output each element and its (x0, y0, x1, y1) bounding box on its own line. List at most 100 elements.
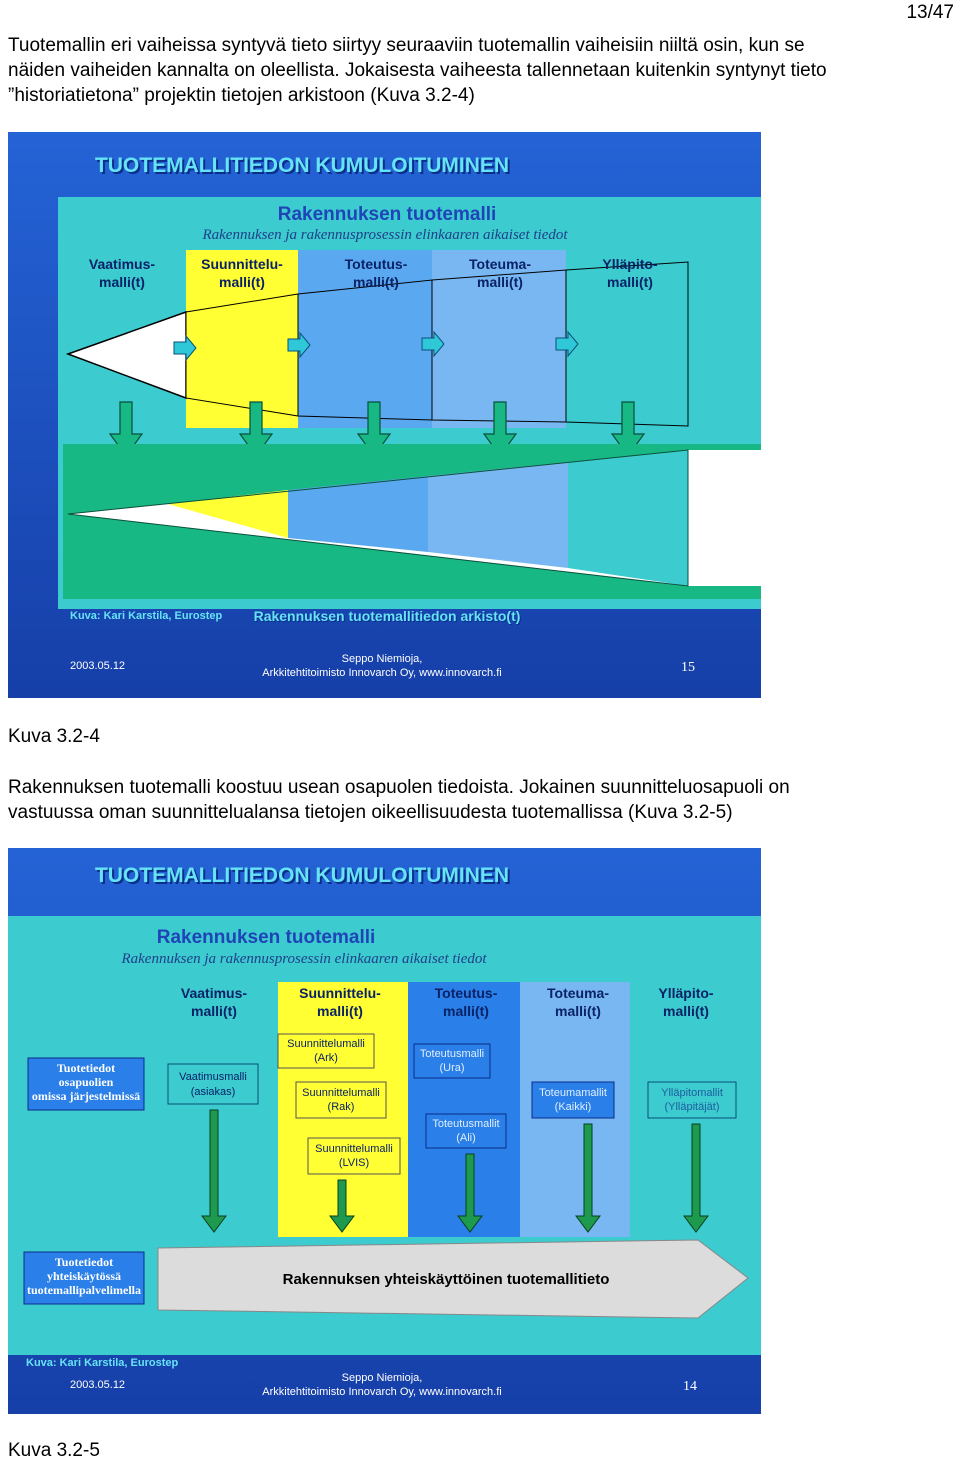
caption-3-2-5: Kuva 3.2-5 (8, 1440, 100, 1461)
toteutusmalli-ura-box (413, 1043, 491, 1079)
phase-label-toteutus-1: Toteutus- (435, 985, 498, 1001)
middle-line-1: Rakennuksen tuotemalli koostuu usean osa… (8, 777, 790, 798)
shared-server-line-1: Tuotetiedot (55, 1255, 113, 1269)
phase-label-suunnittelu-2: malli(t) (219, 274, 265, 290)
toteutusmallit-ali-line-1: Toteutusmallit (432, 1118, 499, 1130)
phase-label-toteuma-2: malli(t) (477, 274, 523, 290)
page-number: 13/47 (906, 2, 954, 23)
caption-3-2-4: Kuva 3.2-4 (8, 726, 100, 747)
toteutusmalli-ura-line-2: (Ura) (439, 1062, 464, 1074)
slide-date: 2003.05.12 (70, 1379, 125, 1391)
shared-server-line-3: tuotemallipalvelimella (27, 1283, 141, 1297)
author-line-1: Seppo Niemioja, (342, 653, 423, 665)
down-arrow-yllapito (683, 1123, 709, 1233)
author-line-2: Arkkitehtitoimisto Innovarch Oy, www.inn… (262, 667, 501, 679)
intro-line-2: näiden vaiheiden kannalta on oleellista.… (8, 60, 827, 81)
archive-label: Rakennuksen tuotemallitiedon arkisto(t) (254, 608, 521, 624)
transfer-arrow-2 (287, 331, 311, 359)
suunnittelumalli-ark-line-1: Suunnittelumalli (287, 1038, 365, 1050)
phase-label-vaatimus-1: Vaatimus- (89, 256, 155, 272)
tuotemalli-panel (8, 916, 761, 982)
toteutusmallit-ali-box (425, 1113, 507, 1149)
panel-heading: Rakennuksen tuotemalli (278, 204, 497, 225)
slide-title-shadow: TUOTEMALLITIEDON KUMULOITUMINEN (97, 866, 511, 889)
panel-subheading: Rakennuksen ja rakennusprosessin elinkaa… (120, 951, 487, 967)
toteutusmallit-ali-line-2: (Ali) (456, 1132, 476, 1144)
shared-model-label: Rakennuksen yhteiskäyttöinen tuotemallit… (283, 1271, 610, 1288)
phase-label-suunnittelu-1: Suunnittelu- (299, 985, 381, 1001)
toteumamallit-line-2: (Kaikki) (555, 1101, 592, 1113)
down-arrow-vaatimus (201, 1109, 227, 1233)
middle-paragraph: Rakennuksen tuotemalli koostuu usean osa… (8, 775, 790, 825)
slide-date: 2003.05.12 (70, 660, 125, 672)
shared-model-arrow (157, 1239, 749, 1319)
vaatimusmalli-line-1: Vaatimusmalli (179, 1071, 247, 1083)
party-systems-line-2: osapuolien (59, 1075, 114, 1089)
phase-label-toteutus-1: Toteutus- (345, 256, 408, 272)
intro-line-1: Tuotemallin eri vaiheissa syntyvä tieto … (8, 35, 805, 56)
transfer-arrow-3 (421, 330, 445, 358)
phase-label-toteuma-1: Toteuma- (469, 256, 531, 272)
panel-subheading: Rakennuksen ja rakennusprosessin elinkaa… (201, 227, 568, 243)
suunnittelumalli-rak-line-2: (Rak) (328, 1101, 355, 1113)
yllapitomallit-box (647, 1081, 737, 1119)
phase-label-suunnittelu-1: Suunnittelu- (201, 256, 283, 272)
slide-number: 14 (683, 1379, 697, 1394)
archive-band-blue (288, 476, 428, 552)
transfer-arrow-1 (173, 334, 197, 362)
phase-label-suunnittelu-2: malli(t) (317, 1003, 363, 1019)
party-systems-line-3: omissa järjestelmissä (32, 1089, 140, 1103)
intro-paragraph: Tuotemallin eri vaiheissa syntyvä tieto … (8, 33, 827, 108)
down-arrow-toteutus (457, 1153, 483, 1233)
toteutusmalli-ura-line-1: Toteutusmalli (420, 1048, 484, 1060)
phase-label-toteuma-2: malli(t) (555, 1003, 601, 1019)
phase-label-toteutus-2: malli(t) (353, 274, 399, 290)
toteumamallit-line-1: Toteumamallit (539, 1087, 607, 1099)
yllapito-wedge (565, 261, 689, 427)
suunnittelumalli-rak-line-1: Suunnittelumalli (302, 1087, 380, 1099)
vaatimusmalli-box (167, 1063, 259, 1105)
phase-label-vaatimus-2: malli(t) (191, 1003, 237, 1019)
archive-band-yellow (168, 490, 288, 538)
yllapitomallit-line-1: Ylläpitomallit (661, 1087, 723, 1099)
slide-1-canvas: TUOTEMALLITIEDON KUMULOITUMINEN TUOTEMAL… (8, 132, 761, 698)
phase-label-toteuma-1: Toteuma- (547, 985, 609, 1001)
phase-label-yllapito-1: Ylläpito- (658, 985, 714, 1001)
suunnittelu-wedge (185, 293, 299, 417)
image-credit: Kuva: Kari Karstila, Eurostep (70, 610, 222, 622)
panel-heading: Rakennuksen tuotemalli (157, 927, 376, 948)
slide-title-shadow: TUOTEMALLITIEDON KUMULOITUMINEN (97, 156, 511, 179)
image-credit: Kuva: Kari Karstila, Eurostep (26, 1357, 178, 1369)
slide-number: 15 (681, 660, 695, 675)
slide-cumulation-1: TUOTEMALLITIEDON KUMULOITUMINEN TUOTEMAL… (8, 132, 761, 698)
transfer-arrow-4 (555, 330, 579, 358)
yllapitomallit-line-2: (Ylläpitäjät) (664, 1101, 719, 1113)
suunnittelumalli-lvis-line-2: (LVIS) (339, 1157, 369, 1169)
party-systems-box (27, 1057, 145, 1111)
middle-line-2: vastuussa oman suunnittelualansa tietoje… (8, 802, 733, 823)
archive-wedge-outline (67, 449, 689, 587)
phase-label-toteutus-2: malli(t) (443, 1003, 489, 1019)
toteutus-column (408, 982, 520, 1237)
slide-cumulation-2: TUOTEMALLITIEDON KUMULOITUMINEN TUOTEMAL… (8, 848, 761, 1414)
suunnittelumalli-lvis-line-1: Suunnittelumalli (315, 1143, 393, 1155)
phase-label-yllapito-2: malli(t) (607, 274, 653, 290)
author-line-1: Seppo Niemioja, (342, 1372, 423, 1384)
suunnittelumalli-rak-box (295, 1081, 387, 1119)
down-arrow-suunnittelu (329, 1179, 355, 1233)
phase-label-vaatimus-2: malli(t) (99, 274, 145, 290)
suunnittelumalli-ark-box (277, 1033, 375, 1069)
shared-server-line-2: yhteiskäytössä (47, 1269, 121, 1283)
intro-line-3: ”historiatietona” projektin tietojen ark… (8, 85, 475, 106)
vaatimusmalli-line-2: (asiakas) (191, 1086, 236, 1098)
archive-band-cyan (568, 450, 688, 586)
slide-title: TUOTEMALLITIEDON KUMULOITUMINEN (95, 864, 509, 887)
archive-label-shadow: Rakennuksen tuotemallitiedon arkisto(t) (255, 609, 522, 625)
phase-label-yllapito-1: Ylläpito- (602, 256, 658, 272)
author-line-2: Arkkitehtitoimisto Innovarch Oy, www.inn… (262, 1386, 501, 1398)
toteuma-wedge (431, 269, 567, 423)
archive-band-lightblue (428, 462, 568, 568)
down-arrow-toteuma (575, 1123, 601, 1233)
phase-label-yllapito-2: malli(t) (663, 1003, 709, 1019)
suunnittelumalli-lvis-box (307, 1137, 401, 1175)
